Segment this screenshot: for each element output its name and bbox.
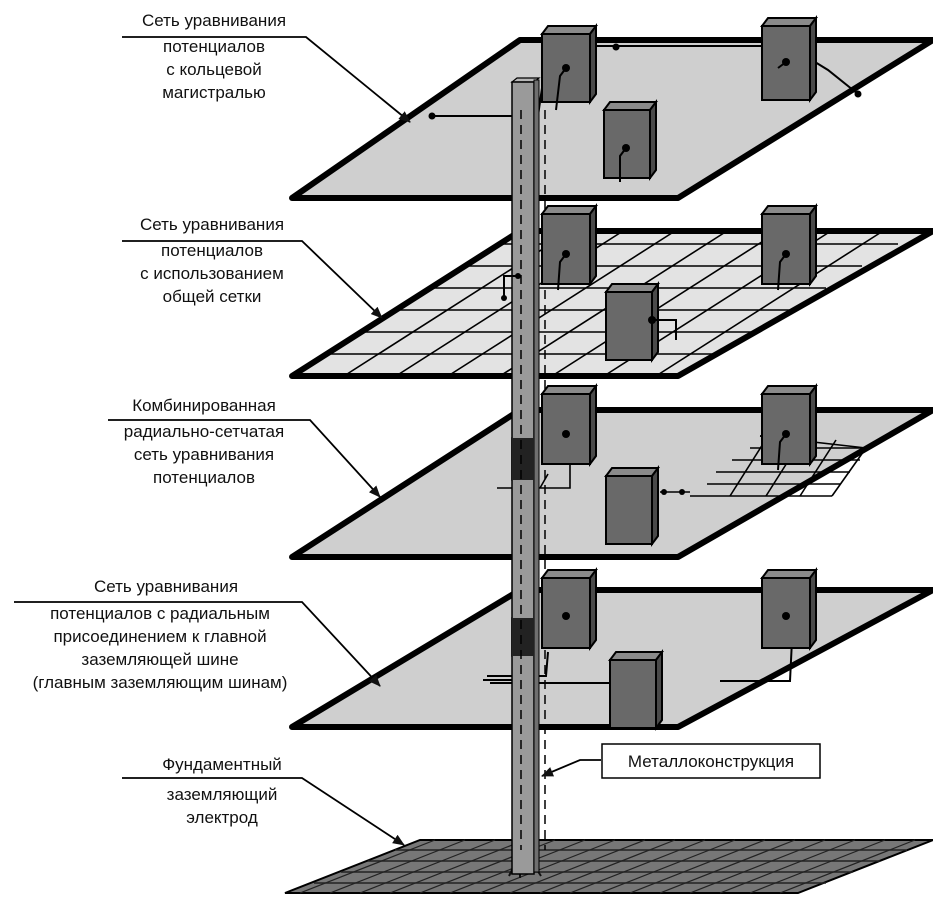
equipment-cabinet	[540, 383, 598, 467]
equipment-cabinet	[604, 281, 677, 363]
radial-network-label-line: Сеть уравнивания	[94, 577, 238, 596]
radial-network-label-line: присоединением к главной	[53, 627, 266, 646]
combined-network-label: Комбинированная радиально-сетчатая сеть …	[124, 396, 284, 487]
radial-network-label-line: заземляющей шине	[81, 650, 238, 669]
radial-network-label: Сеть уравнивания потенциалов с радиальны…	[33, 577, 288, 692]
mesh-network-leader	[122, 240, 383, 319]
ring-network-label-line: магистралью	[162, 83, 266, 102]
metal-structure-leader	[541, 759, 601, 777]
combined-network-label-line: потенциалов	[153, 468, 255, 487]
foundation-leader	[122, 777, 405, 846]
combined-network-cabinets	[540, 383, 818, 547]
equipment-cabinet	[604, 465, 660, 547]
foundation-label-line: электрод	[186, 808, 258, 827]
mesh-network-label-line: с использованием	[140, 264, 284, 283]
ring-network-label-line: потенциалов	[163, 37, 265, 56]
mesh-network-label-line: Сеть уравнивания	[140, 215, 284, 234]
foundation-electrode-plate	[284, 839, 933, 894]
radial-network-cabinets	[540, 567, 818, 731]
ring-network-leader	[122, 36, 411, 123]
ring-network-cabinets	[540, 15, 818, 182]
metal-structure-label: Металлоконструкция	[601, 743, 821, 779]
equipment-cabinet	[602, 99, 658, 182]
foundation-electrode-label: Фундаментный заземляющий электрод	[162, 755, 282, 827]
metal-structure-column	[510, 77, 546, 875]
equipment-cabinet	[760, 15, 818, 103]
foundation-label-line: Фундаментный	[162, 755, 282, 774]
radial-network-label-line: (главным заземляющим шинам)	[33, 673, 288, 692]
foundation-label-line: заземляющий	[167, 785, 278, 804]
radial-network-leader	[14, 601, 381, 687]
mesh-network-label: Сеть уравнивания потенциалов с использов…	[140, 215, 284, 306]
equipment-cabinet	[608, 649, 664, 731]
ring-network-label-line: с кольцевой	[166, 60, 262, 79]
equipment-cabinet	[760, 567, 818, 651]
combined-network-label-line: сеть уравнивания	[134, 445, 274, 464]
mesh-network-label-line: потенциалов	[161, 241, 263, 260]
metal-structure-label-text: Металлоконструкция	[628, 752, 794, 771]
equipment-cabinet	[540, 567, 598, 651]
mesh-network-label-line: общей сетки	[163, 287, 262, 306]
equipment-cabinet	[540, 23, 598, 111]
ring-network-label: Сеть уравнивания потенциалов с кольцевой…	[142, 11, 286, 102]
combined-network-leader	[108, 419, 381, 498]
combined-network-label-line: Комбинированная	[132, 396, 276, 415]
ring-network-label-line: Сеть уравнивания	[142, 11, 286, 30]
equipment-cabinet	[760, 203, 818, 291]
mesh-network-cabinets	[501, 203, 818, 363]
radial-network-label-line: потенциалов с радиальным	[50, 604, 270, 623]
equipment-cabinet	[760, 383, 818, 471]
combined-network-label-line: радиально-сетчатая	[124, 422, 284, 441]
equipment-cabinet	[540, 203, 598, 291]
